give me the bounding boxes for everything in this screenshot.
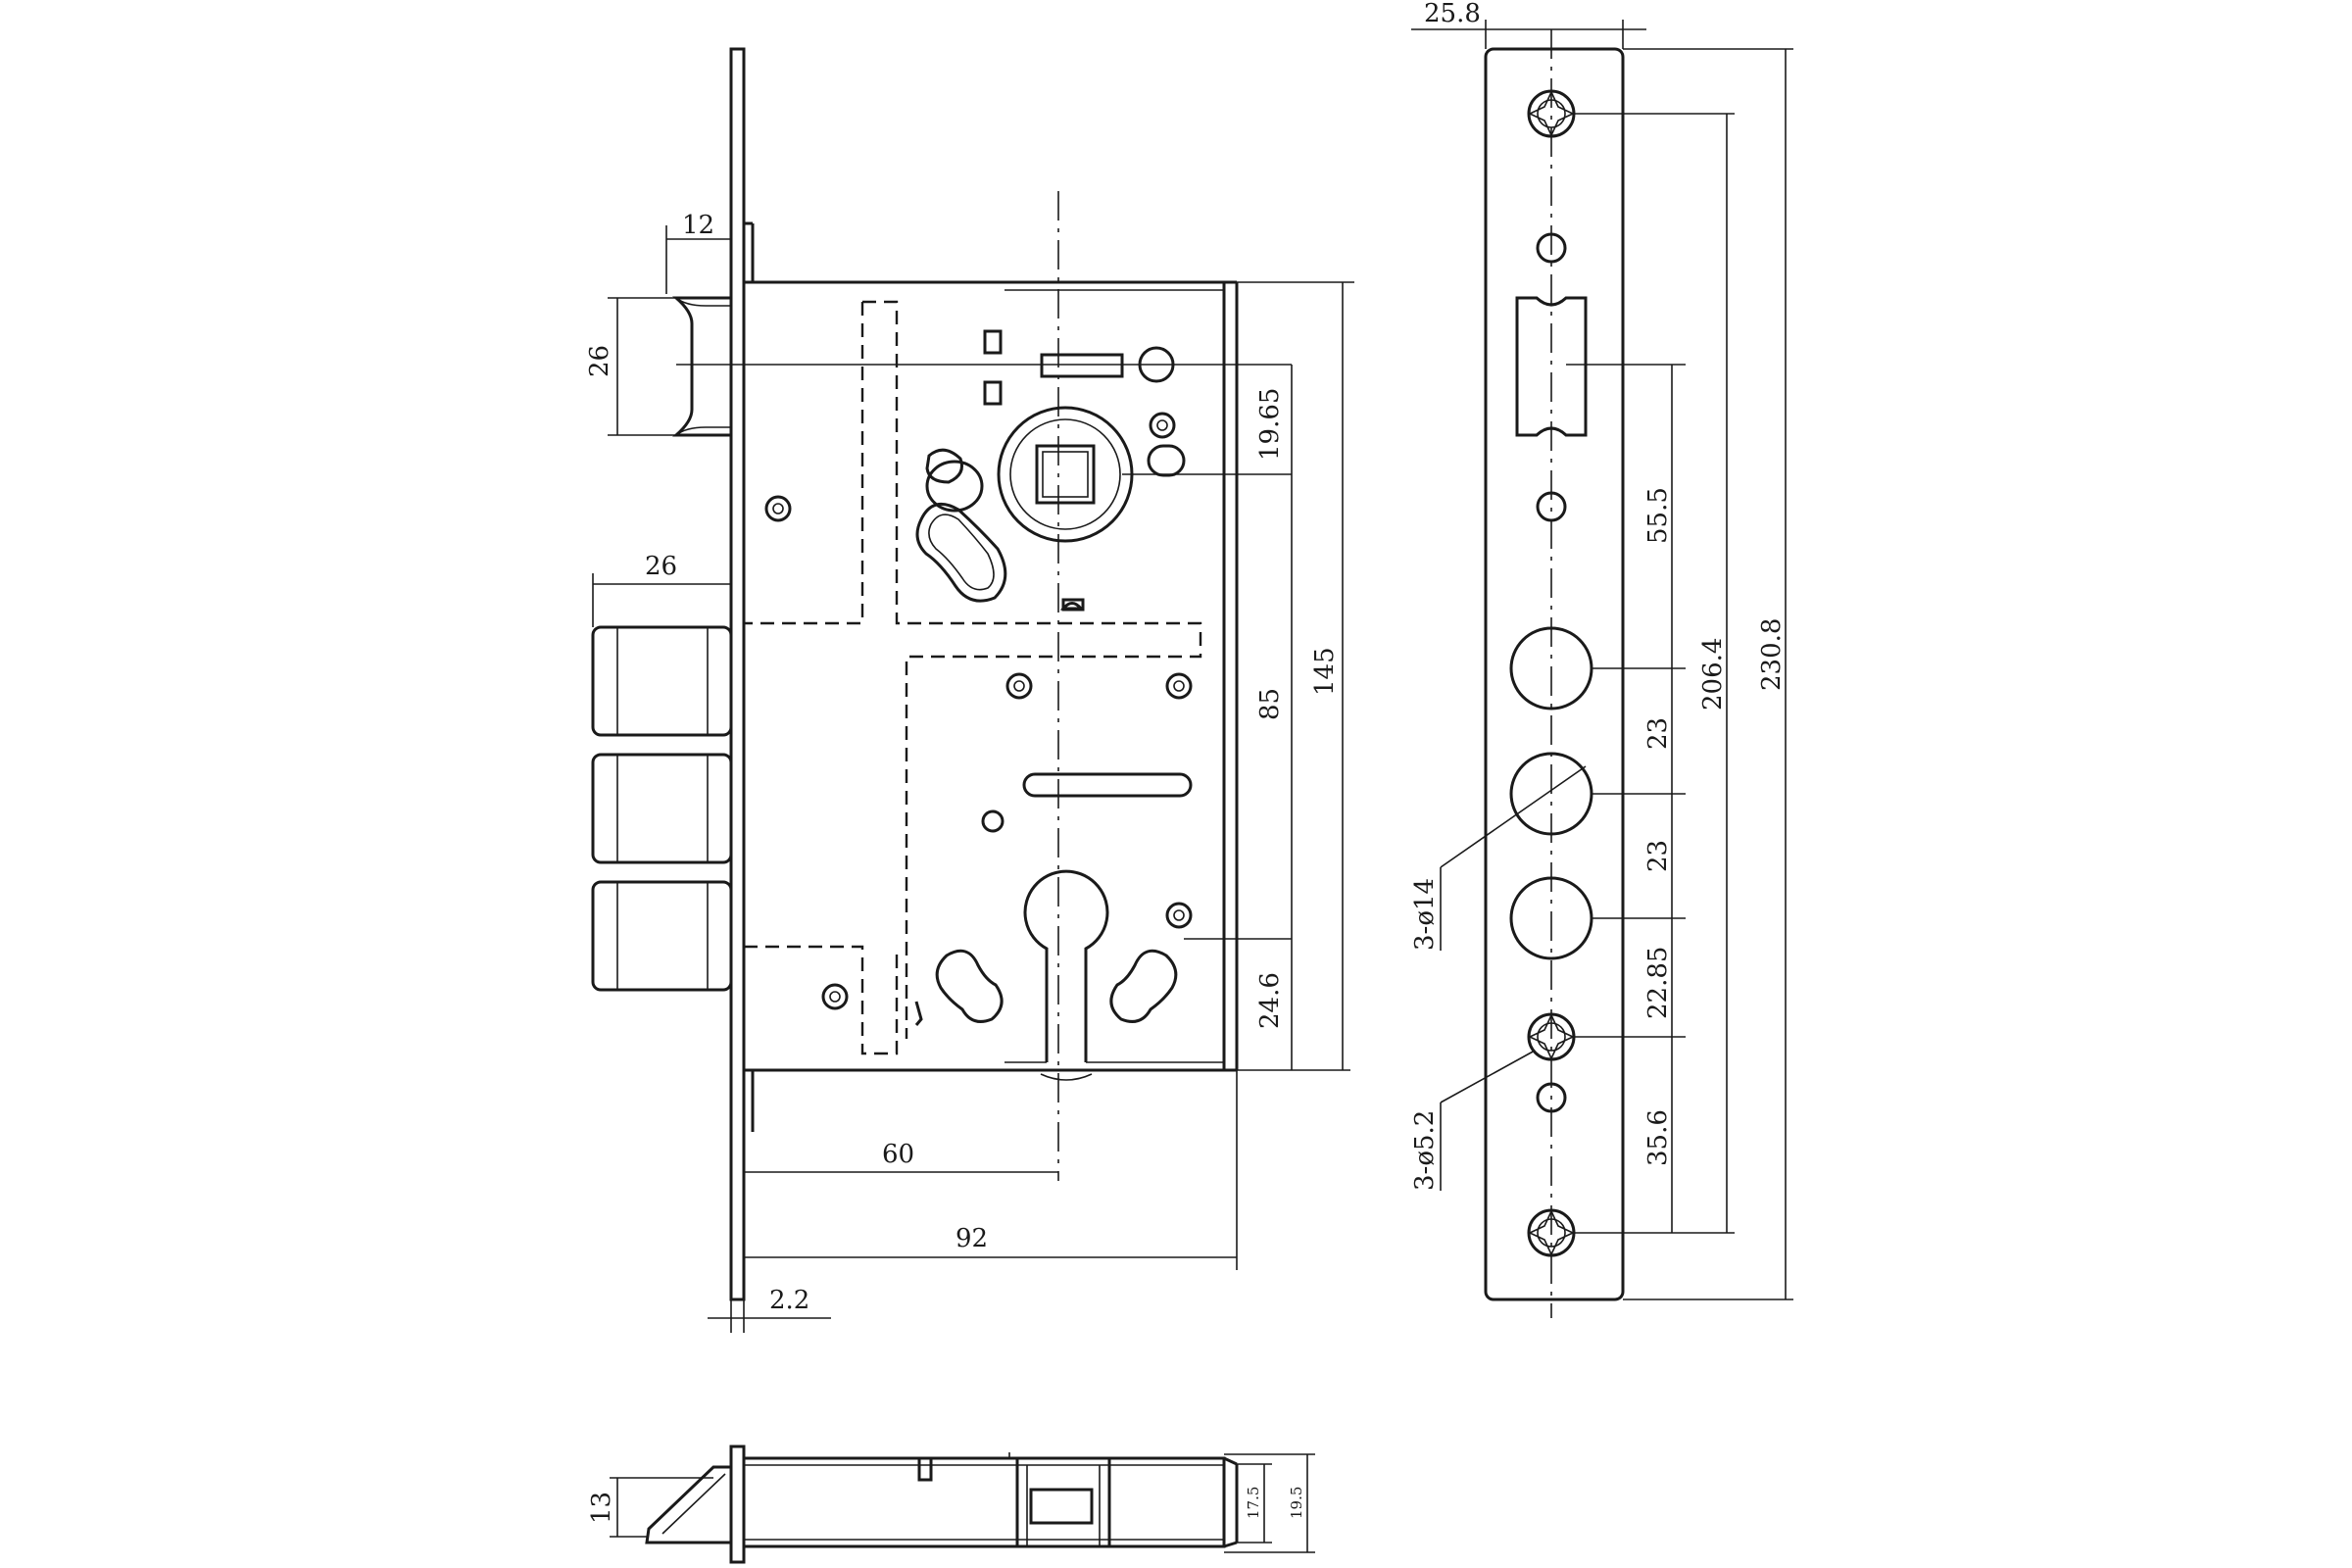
internal-mechanism-hidden [744, 300, 1202, 1055]
dim-total-length: 230.8 [1757, 618, 1787, 691]
dim-spacing-bottom-1: 22.85 [1643, 947, 1673, 1019]
faceplate-view [1484, 29, 1625, 1318]
spindle-square-hole [1035, 444, 1096, 505]
dim-key-to-bottom: 24.6 [1255, 972, 1285, 1029]
note-screw-holes: 3-ø5.2 [1410, 1110, 1440, 1191]
kidney-slot [915, 502, 1007, 603]
dim-body-outer: 19.5 [1288, 1487, 1305, 1519]
dim-faceplate-thickness: 2.2 [769, 1286, 809, 1315]
lock-case [742, 280, 1226, 1072]
faceplate-dimensions: 25.8 55.5 23 23 22.85 35.6 206.4 230.8 3… [1410, 0, 1793, 1300]
front-view [591, 47, 1292, 1301]
dim-handle-to-key: 85 [1255, 688, 1285, 720]
side-case [742, 1456, 1226, 1548]
side-view [645, 1445, 1239, 1564]
dim-case-height: 145 [1310, 647, 1340, 696]
cylinder-cutout [1023, 869, 1109, 1062]
dim-faceplate-width: 25.8 [1424, 0, 1481, 28]
dim-top-to-handle: 19.65 [1255, 388, 1285, 461]
dim-latch-width: 12 [682, 211, 714, 240]
dim-spacing-top: 55.5 [1643, 487, 1673, 544]
side-faceplate [729, 1445, 746, 1564]
faceplate-latch-opening [1515, 296, 1588, 437]
dim-spacing-bottom-2: 35.6 [1643, 1109, 1673, 1166]
dim-latch-height: 26 [585, 345, 614, 377]
side-dimensions: 13 17.5 19.5 [587, 1453, 1315, 1553]
case-screws [764, 412, 1193, 1010]
dim-latch-thickness: 13 [587, 1492, 616, 1524]
side-spindle-hole [1029, 1488, 1094, 1525]
dim-case-depth: 92 [956, 1224, 988, 1253]
faceplate-outline [1484, 47, 1625, 1301]
dim-body-inner: 17.5 [1245, 1487, 1262, 1519]
dim-bolt-projection: 26 [645, 552, 677, 581]
front-dimensions: 12 26 26 19.65 85 24.6 145 60 92 2.2 [585, 211, 1354, 1333]
dim-spacing-bolts-2: 23 [1643, 840, 1673, 872]
dim-backset: 60 [882, 1140, 914, 1169]
side-latch [645, 1465, 731, 1544]
dim-spacing-bolts-1: 23 [1643, 717, 1673, 750]
dim-screw-span: 206.4 [1698, 638, 1728, 710]
latch-bolt [672, 296, 733, 437]
front-faceplate [729, 47, 746, 1301]
dead-bolts [591, 625, 733, 992]
handle-hub [997, 406, 1134, 543]
note-bolt-holes: 3-ø14 [1410, 878, 1440, 951]
